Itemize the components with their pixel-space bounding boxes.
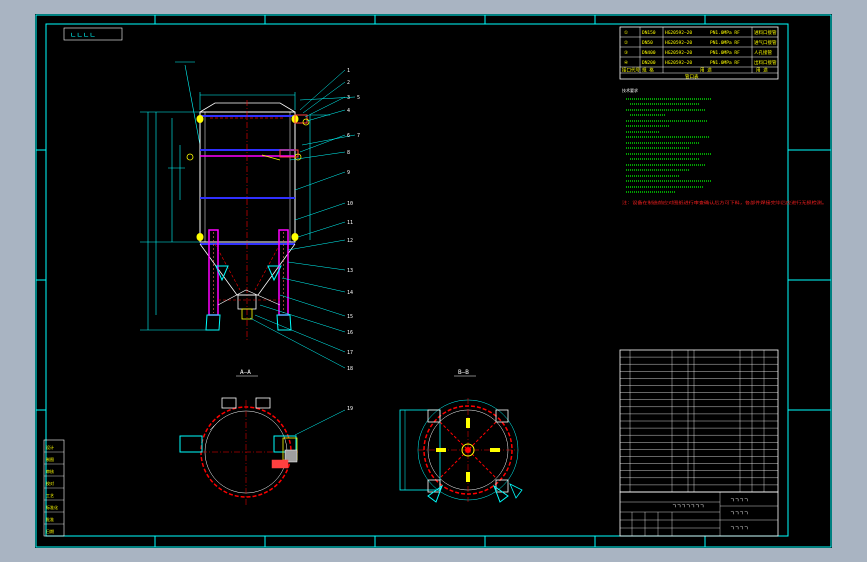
title-cell-1: ㄱㄱㄱㄱ — [730, 498, 748, 504]
nozzle-row-2-std: HG20592—20 — [665, 40, 692, 46]
callout-19: 19 — [347, 406, 353, 412]
tech-req-title: 技术要求 — [622, 87, 638, 93]
title-cell-2: ㄱㄱㄱㄱ — [730, 511, 748, 517]
callout-7: 7 — [357, 133, 360, 139]
nozzle-row-1-use: 进料口接管 — [754, 29, 777, 36]
drawing-background — [35, 14, 832, 548]
nozzle-row-4-code: DN200 — [642, 60, 656, 66]
nozzle-row-3-std: HG20592—20 — [665, 50, 692, 56]
callout-16: 16 — [347, 330, 353, 336]
callout-9: 9 — [347, 170, 350, 176]
rev-cell-5: 工艺 — [46, 493, 54, 498]
callout-1: 1 — [347, 68, 350, 74]
nozzle-row-2-no: ② — [624, 40, 629, 46]
nozzle-row-4-no: ④ — [624, 60, 629, 66]
callout-11: 11 — [347, 220, 353, 226]
section-a-label: A—A — [240, 369, 251, 376]
callout-5: 5 — [357, 95, 360, 101]
rev-cell-6: 标准化 — [46, 504, 58, 510]
rev-cell-1: 设计 — [46, 444, 54, 450]
callout-4: 4 — [347, 108, 350, 114]
rev-cell-4: 校对 — [46, 480, 54, 486]
nozzle-header-4: 用 途 — [756, 67, 768, 74]
callout-8: 8 — [347, 150, 350, 156]
revision-strip: 设计 制图 审核 校对 工艺 标准化 批准 日期 — [43, 439, 65, 537]
nozzle-row-4-std: HG20592—20 — [665, 60, 692, 66]
callout-13: 13 — [347, 268, 353, 274]
nozzle-row-2-spec: PN1.0MPa RF — [710, 40, 740, 46]
red-note: 注：设备在制造前应对图纸进行审查确认后方可下料，各部件焊接完毕后应进行无损检测。 — [622, 200, 827, 205]
drawing-title: ㄱㄱㄱㄱㄱㄱㄱ — [672, 504, 704, 510]
section-b-view: B—B — [399, 369, 523, 503]
nozzle-row-4-spec: PN1.0MPa RF — [710, 60, 740, 66]
nozzle-row-3-code: DN400 — [642, 50, 656, 56]
nozzle-row-4-use: 出料口接管 — [754, 59, 777, 66]
title-block: ㄱㄱㄱㄱㄱㄱㄱ ㄱㄱㄱㄱ ㄱㄱㄱㄱ ㄱㄱㄱㄱ — [619, 491, 779, 537]
technical-requirements: 技术要求 注：设备在制造前应对图纸进行审查确认后方可下料，各部件焊接完毕后应进行… — [622, 87, 827, 205]
nozzle-row-1-std: HG20592—20 — [665, 30, 692, 36]
top-left-label: ㄴㄴㄴㄴ — [70, 31, 96, 39]
section-a-view: A—A 19 — [179, 369, 353, 505]
callout-12: 12 — [347, 238, 353, 244]
title-cell-3: ㄱㄱㄱㄱ — [730, 526, 748, 532]
nozzle-row-2-use: 进气口接管 — [754, 39, 777, 46]
nozzle-row-3-no: ③ — [624, 50, 629, 56]
nozzle-table: ① DN150 HG20592—20 PN1.0MPa RF 进料口接管 ② D… — [619, 26, 779, 80]
rev-cell-3: 审核 — [46, 468, 54, 474]
callout-6: 6 — [347, 133, 350, 139]
nozzle-row-2-code: DN50 — [642, 40, 653, 46]
rev-cell-8: 日期 — [46, 528, 54, 534]
nozzle-row-3-use: 人孔接管 — [754, 49, 772, 56]
callout-10: 10 — [347, 201, 353, 207]
parts-list — [619, 349, 779, 493]
callout-14: 14 — [347, 290, 353, 296]
callout-3: 3 — [347, 95, 350, 101]
nozzle-row-1-no: ① — [624, 30, 629, 36]
nozzle-row-3-spec: PN1.0MPa RF — [710, 50, 740, 56]
section-b-label: B—B — [458, 369, 469, 376]
vessel-elevation: 1 2 3 4 5 6 7 8 9 10 11 12 13 14 15 16 1… — [140, 61, 360, 372]
outer-border — [35, 14, 832, 548]
nozzle-row-1-code: DN150 — [642, 30, 656, 36]
nozzle-header-3: 用 途 — [700, 67, 712, 74]
nozzle-row-1-spec: PN1.0MPa RF — [710, 30, 740, 36]
nozzle-header-1: 接口代号 — [622, 67, 640, 74]
nozzle-header-2: 规 格 — [642, 67, 654, 74]
callout-15: 15 — [347, 314, 353, 320]
callout-18: 18 — [347, 366, 353, 372]
zone-ticks — [36, 15, 831, 547]
nozzle-table-footer: 管口表 — [685, 73, 699, 80]
callout-2: 2 — [347, 80, 350, 86]
callout-17: 17 — [347, 350, 353, 356]
top-left-label-box — [63, 27, 123, 41]
rev-cell-7: 批准 — [46, 516, 54, 522]
rev-cell-2: 制图 — [46, 456, 54, 462]
